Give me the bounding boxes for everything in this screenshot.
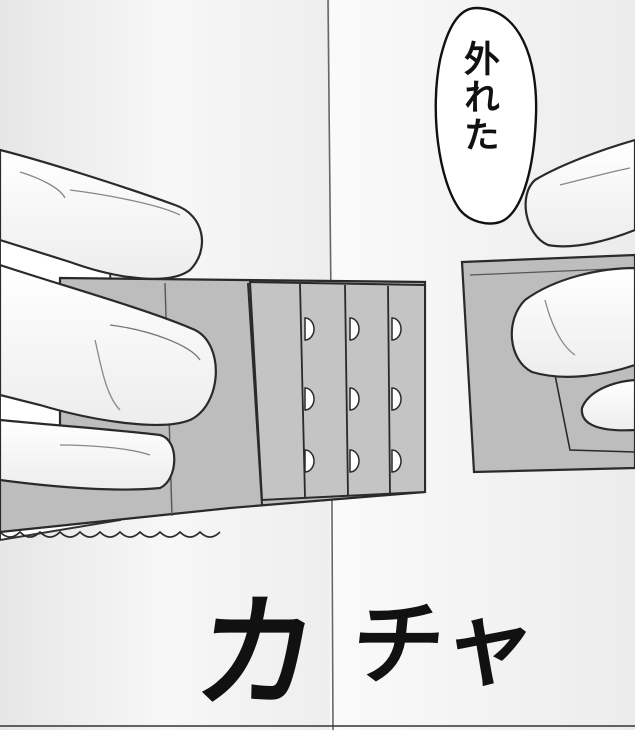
sound-effect-ka: カ — [187, 580, 327, 726]
sound-effect-cha: チャ — [346, 591, 541, 698]
right-hand — [510, 138, 635, 432]
hook-eyes — [304, 317, 402, 473]
speech-bubble — [434, 6, 538, 225]
speech-bubble-text: 外れた — [458, 40, 499, 154]
left-hand-fingers — [0, 148, 217, 491]
